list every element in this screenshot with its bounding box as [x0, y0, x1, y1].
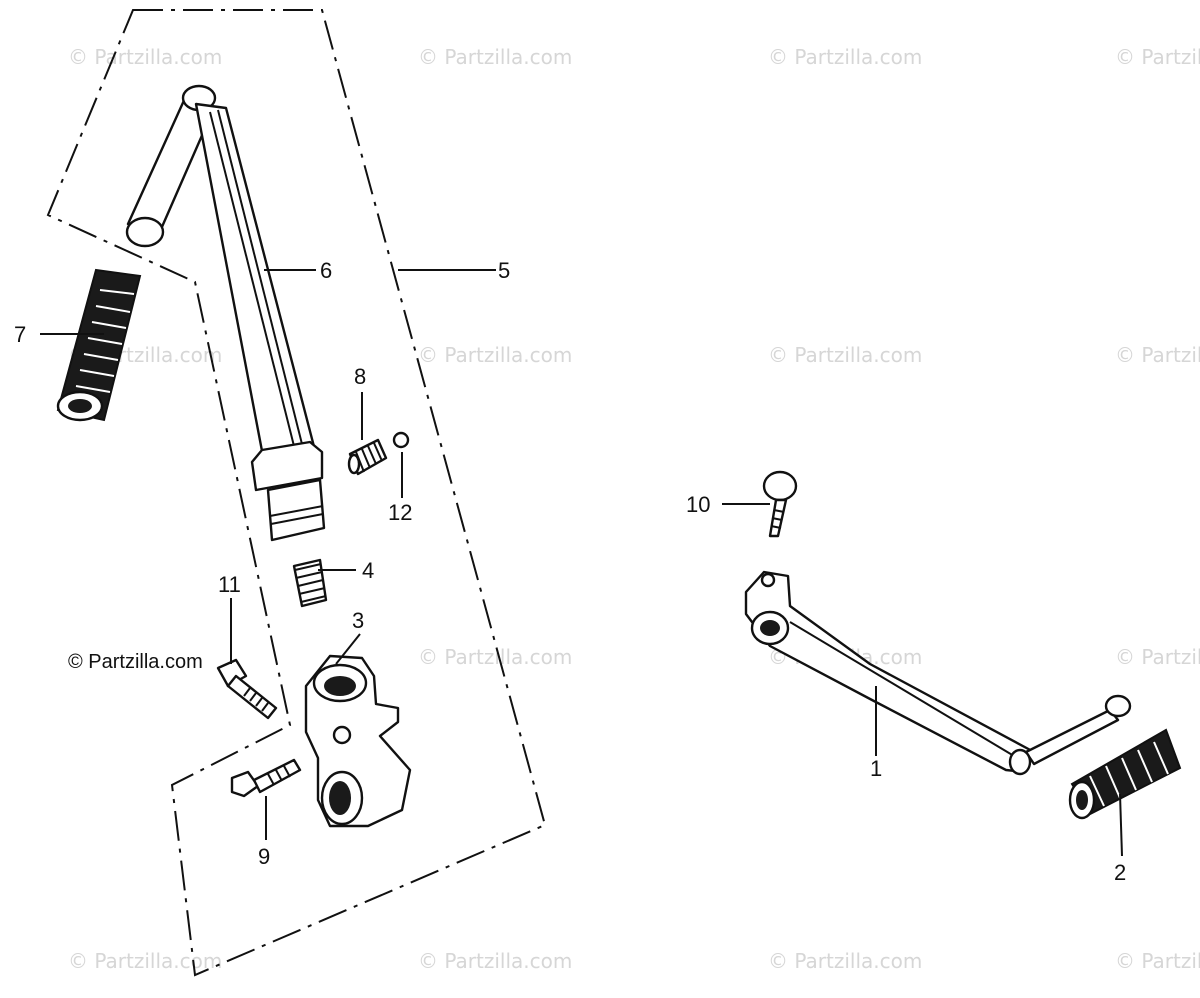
- callout-3: 3: [352, 608, 364, 633]
- callout-6: 6: [320, 258, 332, 283]
- watermark: © Partzilla.com: [418, 45, 572, 69]
- watermark: © Partzilla.com: [418, 949, 572, 973]
- assembly-boundary: [46, 9, 547, 977]
- watermark: © Partzilla.com: [68, 949, 222, 973]
- callout-labels: 1 2 3 4 5 6 7 8 9 10 11 12: [14, 258, 1126, 885]
- copyright-notice: © Partzilla.com: [68, 651, 203, 673]
- callout-4: 4: [362, 558, 374, 583]
- callout-9: 9: [258, 844, 270, 869]
- callout-1: 1: [870, 756, 882, 781]
- steel-ball[interactable]: [392, 431, 410, 449]
- change-pedal[interactable]: [744, 570, 1132, 776]
- bolt-pedal[interactable]: [762, 470, 798, 538]
- callout-2: 2: [1114, 860, 1126, 885]
- bolt-lower[interactable]: [230, 758, 302, 798]
- callout-7: 7: [14, 322, 26, 347]
- callout-8: 8: [354, 364, 366, 389]
- kick-arm-boss[interactable]: [304, 654, 412, 828]
- watermark: © Partzilla.com: [68, 45, 222, 69]
- watermark: © Partzilla.com: [1115, 949, 1200, 973]
- kick-arm-lever[interactable]: [125, 84, 326, 542]
- watermark: © Partzilla.com: [418, 645, 572, 669]
- watermark: © Partzilla.com: [418, 343, 572, 367]
- watermark: © Partzilla.com: [1115, 45, 1200, 69]
- watermark: © Partzilla.com: [1115, 343, 1200, 367]
- watermark: © Partzilla.com: [768, 45, 922, 69]
- callout-10: 10: [686, 492, 710, 517]
- spring-small[interactable]: [347, 438, 388, 476]
- callout-11: 11: [218, 572, 241, 597]
- callout-12: 12: [388, 500, 412, 525]
- return-spring[interactable]: [292, 558, 328, 608]
- watermark: © Partzilla.com: [768, 343, 922, 367]
- callout-5: 5: [498, 258, 510, 283]
- kick-rubber[interactable]: [56, 268, 142, 422]
- leader-lines: [40, 269, 1123, 857]
- bolt-upper[interactable]: [216, 658, 278, 720]
- watermark: © Partzilla.com: [1115, 645, 1200, 669]
- watermark: © Partzilla.com: [768, 949, 922, 973]
- pedal-rubber[interactable]: [1068, 728, 1182, 820]
